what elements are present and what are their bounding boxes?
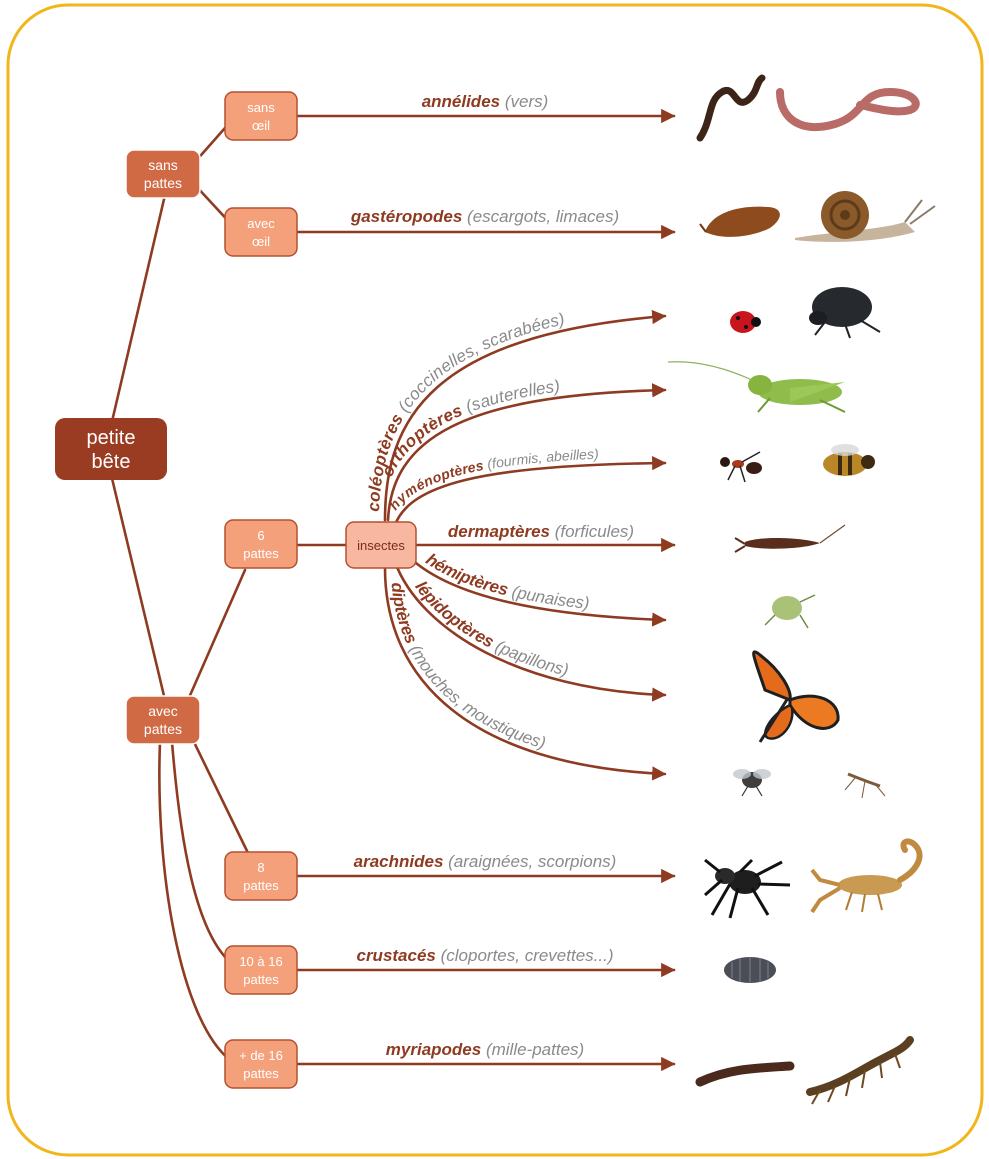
node-insectes-label: insectes bbox=[357, 538, 405, 553]
node-10-16-pattes-line1: 10 à 16 bbox=[239, 954, 282, 969]
node-sans-pattes-line1: sans bbox=[148, 157, 178, 173]
node-avec-pattes: avec pattes bbox=[126, 696, 200, 744]
label-hymenopteres: hyménoptères (fourmis, abeilles) bbox=[386, 446, 600, 513]
connector-lines bbox=[110, 120, 346, 1060]
ant-illustration bbox=[720, 452, 762, 482]
spider-illustration bbox=[705, 860, 790, 918]
node-sans-oeil-line1: sans bbox=[247, 100, 275, 115]
node-sans-pattes-line2: pattes bbox=[144, 175, 182, 191]
earthworm-illustration bbox=[780, 92, 916, 127]
beetle-illustration bbox=[809, 287, 880, 338]
label-crustaces: crustacés (cloportes, crevettes...) bbox=[356, 946, 613, 965]
label-myriapodes: myriapodes (mille-pattes) bbox=[386, 1040, 584, 1059]
ladybug-illustration bbox=[730, 311, 761, 333]
node-plus-16-pattes-line1: + de 16 bbox=[239, 1048, 283, 1063]
node-8-pattes-line1: 8 bbox=[257, 860, 264, 875]
node-6-pattes-line1: 6 bbox=[257, 528, 264, 543]
monarch-butterfly-illustration bbox=[754, 652, 838, 742]
node-10-16-pattes: 10 à 16 pattes bbox=[225, 946, 297, 994]
root-node: petite bête bbox=[55, 418, 167, 480]
node-insectes: insectes bbox=[346, 522, 416, 568]
millipede-illustration bbox=[700, 1066, 790, 1082]
node-6-pattes-line2: pattes bbox=[243, 546, 279, 561]
node-10-16-pattes-line2: pattes bbox=[243, 972, 279, 987]
node-sans-oeil: sans œil bbox=[225, 92, 297, 140]
node-plus-16-pattes-line2: pattes bbox=[243, 1066, 279, 1081]
node-8-pattes-line2: pattes bbox=[243, 878, 279, 893]
worm-illustration bbox=[700, 78, 762, 138]
label-dermapteres: dermaptères (forficules) bbox=[448, 522, 634, 541]
root-line1: petite bbox=[87, 427, 136, 449]
woodlouse-illustration bbox=[724, 957, 776, 983]
node-avec-oeil-line2: œil bbox=[252, 234, 270, 249]
node-avec-pattes-line1: avec bbox=[148, 703, 178, 719]
bee-illustration bbox=[823, 444, 875, 476]
shield-bug-illustration bbox=[765, 595, 815, 628]
node-6-pattes: 6 pattes bbox=[225, 520, 297, 568]
grasshopper-illustration bbox=[668, 362, 845, 412]
node-avec-pattes-line2: pattes bbox=[144, 721, 182, 737]
slug-illustration bbox=[700, 207, 780, 237]
label-arachnides: arachnides (araignées, scorpions) bbox=[354, 852, 617, 871]
centipede-illustration bbox=[810, 1040, 910, 1104]
fly-illustration bbox=[733, 769, 771, 796]
label-gasteropodes: gastéropodes (escargots, limaces) bbox=[350, 207, 619, 226]
scorpion-illustration bbox=[812, 841, 920, 912]
label-annelides: annélides (vers) bbox=[422, 92, 549, 111]
node-sans-pattes: sans pattes bbox=[126, 150, 200, 198]
earwig-illustration bbox=[735, 525, 845, 552]
snail-illustration bbox=[795, 191, 935, 242]
node-sans-oeil-line2: œil bbox=[252, 118, 270, 133]
node-avec-oeil: avec œil bbox=[225, 208, 297, 256]
node-avec-oeil-line1: avec bbox=[247, 216, 275, 231]
root-line2: bête bbox=[92, 451, 131, 473]
node-8-pattes: 8 pattes bbox=[225, 852, 297, 900]
node-plus-16-pattes: + de 16 pattes bbox=[225, 1040, 297, 1088]
mosquito-illustration bbox=[845, 774, 885, 798]
